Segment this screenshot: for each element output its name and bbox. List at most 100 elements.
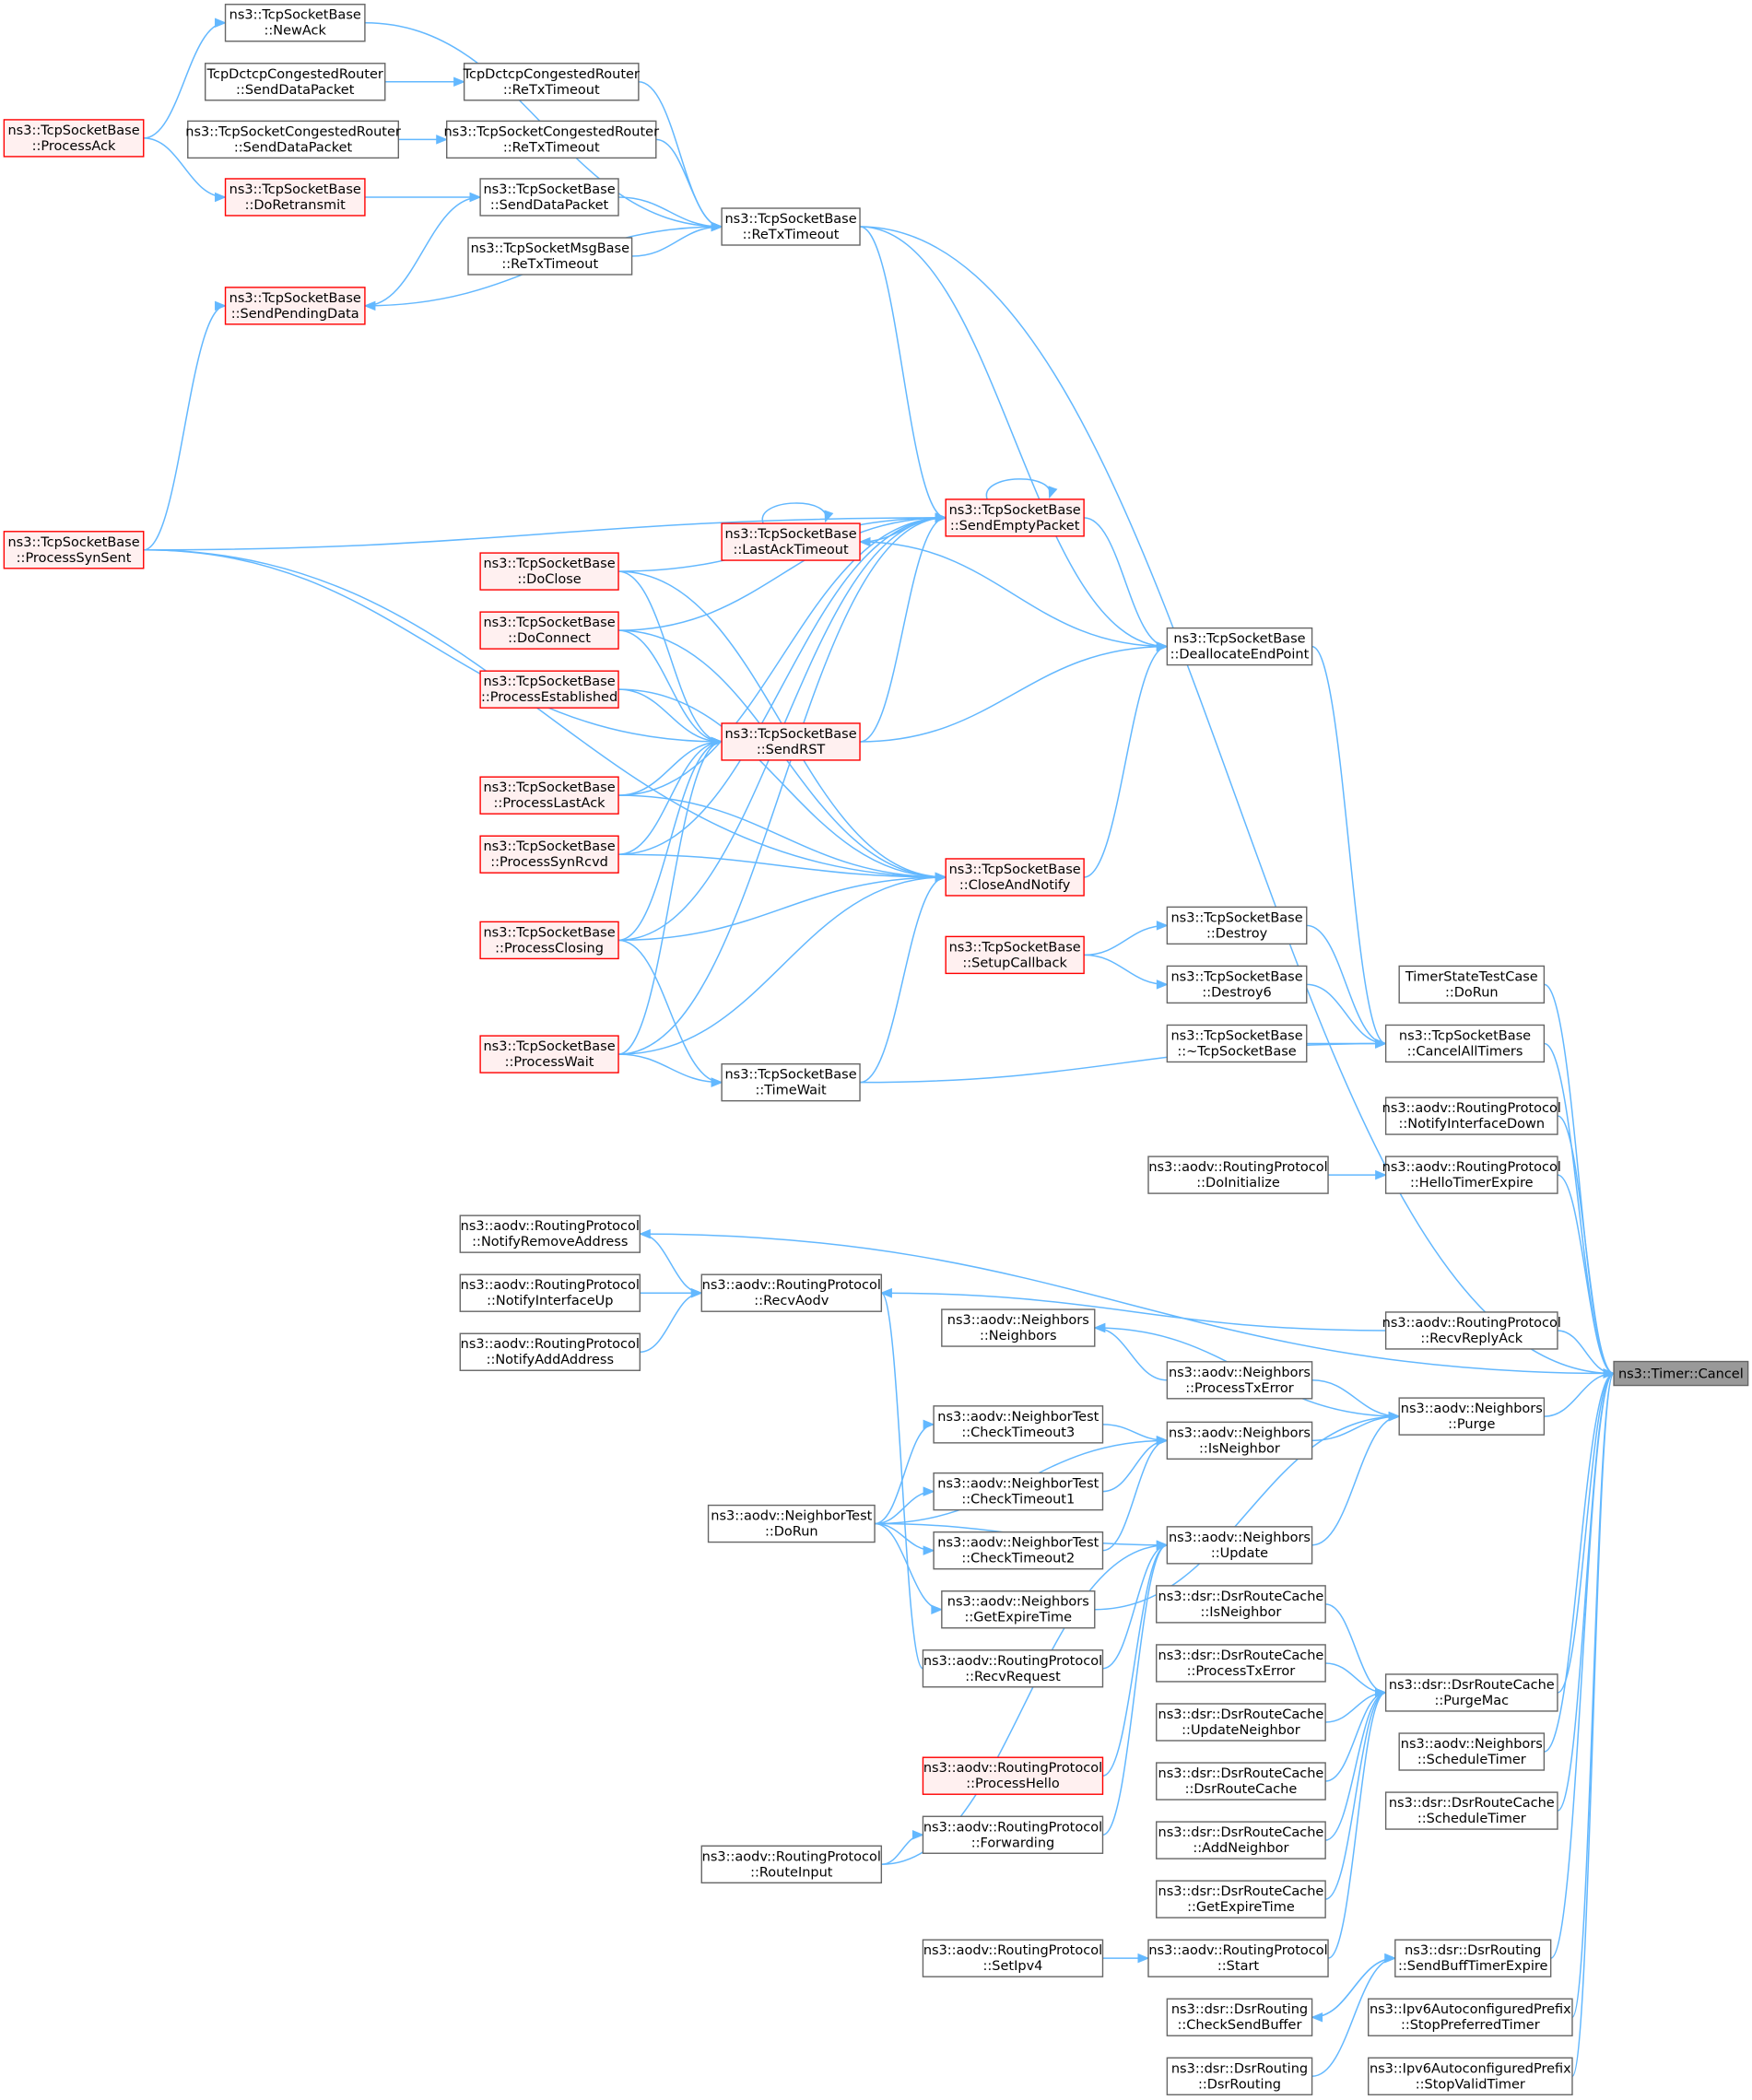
node-processhello[interactable]: ns3::aodv::RoutingProtocol::ProcessHello [922, 1756, 1104, 1795]
node-label: ::SetIpv4 [983, 1959, 1043, 1974]
node-addaddr[interactable]: ns3::aodv::RoutingProtocol::NotifyAddAdd… [459, 1332, 641, 1371]
node-isneighbor[interactable]: ns3::aodv::Neighbors::IsNeighbor [1166, 1421, 1313, 1461]
node-sendbuff[interactable]: ns3::dsr::DsrRouting::SendBuffTimerExpir… [1394, 1939, 1552, 1977]
node-retx[interactable]: ns3::TcpSocketBase::ReTxTimeout [721, 207, 861, 246]
node-dealloc[interactable]: ns3::TcpSocketBase::DeallocateEndPoint [1166, 627, 1313, 666]
node-start[interactable]: ns3::aodv::RoutingProtocol::Start [1147, 1939, 1329, 1977]
node-cr_retx[interactable]: ns3::TcpSocketCongestedRouter::ReTxTimeo… [443, 120, 659, 159]
node-closenotify[interactable]: ns3::TcpSocketBase::CloseAndNotify [945, 858, 1085, 897]
node-cancelall[interactable]: ns3::TcpSocketBase::CancelAllTimers [1384, 1024, 1546, 1063]
node-destroy[interactable]: ns3::TcpSocketBase::Destroy [1166, 906, 1308, 945]
node-newack[interactable]: ns3::TcpSocketBase::NewAck [224, 4, 366, 42]
node-label: ns3::aodv::RoutingProtocol [461, 1219, 640, 1234]
node-setipv4[interactable]: ns3::aodv::RoutingProtocol::SetIpv4 [922, 1939, 1104, 1977]
edge-dealloc-to-cancelall [1311, 645, 1386, 1045]
node-d_txerr[interactable]: ns3::dsr::DsrRouteCache::ProcessTxError [1156, 1644, 1326, 1683]
node-label: ns3::TcpSocketBase [229, 182, 361, 197]
node-processwait[interactable]: ns3::TcpSocketBase::ProcessWait [479, 1035, 619, 1073]
node-ct2[interactable]: ns3::aodv::NeighborTest::CheckTimeout2 [933, 1531, 1104, 1570]
node-recvreplyack[interactable]: ns3::aodv::RoutingProtocol::RecvReplyAck [1382, 1311, 1561, 1350]
node-label: ::DsrRouting [1198, 2077, 1281, 2092]
node-d_ctor[interactable]: ns3::dsr::DsrRouteCache::DsrRouteCache [1156, 1762, 1326, 1801]
node-setupcb[interactable]: ns3::TcpSocketBase::SetupCallback [945, 935, 1085, 975]
node-update[interactable]: ns3::aodv::Neighbors::Update [1166, 1526, 1313, 1565]
edge-established-to-closenotify [618, 688, 947, 878]
node-cancel[interactable]: ns3::Timer::Cancel [1613, 1360, 1749, 1387]
node-dctcp_retx[interactable]: TcpDctcpCongestedRouter::ReTxTimeout [463, 63, 640, 101]
arrowhead-icon [215, 18, 227, 28]
node-doinit[interactable]: ns3::aodv::RoutingProtocol::DoInitialize [1147, 1156, 1329, 1194]
node-n_expire[interactable]: ns3::aodv::Neighbors::GetExpireTime [941, 1590, 1096, 1629]
node-msg_retx[interactable]: ns3::TcpSocketMsgBase::ReTxTimeout [467, 237, 633, 276]
node-rmaddr[interactable]: ns3::aodv::RoutingProtocol::NotifyRemove… [459, 1214, 641, 1253]
node-neighbors[interactable]: ns3::aodv::Neighbors::Neighbors [941, 1308, 1096, 1347]
node-d_updneigh[interactable]: ns3::dsr::DsrRouteCache::UpdateNeighbor [1156, 1703, 1326, 1742]
edge-routeinput-to-forwarding [881, 1834, 923, 1866]
node-doretransmit[interactable]: ns3::TcpSocketBase::DoRetransmit [224, 178, 366, 217]
node-synrcvd[interactable]: ns3::TcpSocketBase::ProcessSynRcvd [479, 835, 619, 874]
edge-checksend-to-sendbuff [1311, 1957, 1395, 2018]
node-cr_send[interactable]: ns3::TcpSocketCongestedRouter::SendDataP… [185, 120, 401, 159]
arrowhead-icon [1156, 921, 1169, 931]
edge-msg_retx-to-retx [631, 226, 723, 257]
edge-lastack-to-dealloc [860, 541, 1168, 648]
node-box [1147, 1939, 1329, 1977]
node-dtor[interactable]: ns3::TcpSocketBase::~TcpSocketBase [1166, 1024, 1308, 1063]
node-dctcp_send[interactable]: TcpDctcpCongestedRouter::SendDataPacket [205, 63, 386, 101]
node-label: ns3::aodv::RoutingProtocol [923, 1761, 1102, 1776]
node-purge[interactable]: ns3::aodv::Neighbors::Purge [1398, 1397, 1546, 1436]
node-dsrrouting[interactable]: ns3::dsr::DsrRouting::DsrRouting [1166, 2057, 1313, 2095]
node-n_txerr[interactable]: ns3::aodv::Neighbors::ProcessTxError [1166, 1361, 1313, 1400]
node-timewait[interactable]: ns3::TcpSocketBase::TimeWait [721, 1062, 861, 1102]
node-d_sched[interactable]: ns3::dsr::DsrRouteCache::ScheduleTimer [1384, 1791, 1558, 1830]
node-sendempty[interactable]: ns3::TcpSocketBase::SendEmptyPacket [945, 499, 1085, 537]
node-processlastack[interactable]: ns3::TcpSocketBase::ProcessLastAck [479, 776, 619, 815]
node-processack[interactable]: ns3::TcpSocketBase::ProcessAck [3, 119, 145, 158]
node-destroy6[interactable]: ns3::TcpSocketBase::Destroy6 [1166, 965, 1308, 1004]
node-label: ::Forwarding [971, 1836, 1055, 1850]
node-ifdown[interactable]: ns3::aodv::RoutingProtocol::NotifyInterf… [1382, 1097, 1561, 1135]
node-label: ::ProcessClosing [495, 941, 604, 956]
node-processsynsent[interactable]: ns3::TcpSocketBase::ProcessSynSent [3, 531, 145, 569]
node-senddatapacket[interactable]: ns3::TcpSocketBase::SendDataPacket [479, 178, 619, 217]
node-lastack[interactable]: ns3::TcpSocketBase::LastAckTimeout [721, 522, 861, 561]
node-d_expire[interactable]: ns3::dsr::DsrRouteCache::GetExpireTime [1156, 1880, 1326, 1918]
node-routeinput[interactable]: ns3::aodv::RoutingProtocol::RouteInput [700, 1845, 883, 1883]
node-forwarding[interactable]: ns3::aodv::RoutingProtocol::Forwarding [922, 1815, 1104, 1854]
node-ntdorun[interactable]: ns3::aodv::NeighborTest::DoRun [707, 1504, 876, 1543]
node-closing[interactable]: ns3::TcpSocketBase::ProcessClosing [479, 921, 619, 960]
node-label: ::StopValidTimer [1416, 2077, 1525, 2092]
node-established[interactable]: ns3::TcpSocketBase::ProcessEstablished [479, 670, 619, 709]
edge-destroy-to-cancelall [1306, 924, 1386, 1045]
node-d_addneigh[interactable]: ns3::dsr::DsrRouteCache::AddNeighbor [1156, 1821, 1326, 1859]
edge-closing-to-sendrst [618, 741, 723, 942]
node-box [479, 611, 619, 650]
node-ct3[interactable]: ns3::aodv::NeighborTest::CheckTimeout3 [933, 1405, 1104, 1444]
node-timerstate[interactable]: TimerStateTestCase::DoRun [1398, 965, 1546, 1004]
node-box [1156, 1703, 1326, 1742]
node-n_sched[interactable]: ns3::aodv::Neighbors::ScheduleTimer [1398, 1732, 1546, 1771]
node-ct1[interactable]: ns3::aodv::NeighborTest::CheckTimeout1 [933, 1472, 1104, 1511]
node-hello[interactable]: ns3::aodv::RoutingProtocol::HelloTimerEx… [1382, 1156, 1561, 1194]
node-sendpending[interactable]: ns3::TcpSocketBase::SendPendingData [224, 287, 366, 325]
node-box [479, 921, 619, 960]
node-doclose[interactable]: ns3::TcpSocketBase::DoClose [479, 552, 619, 591]
node-box [479, 670, 619, 709]
node-ifup[interactable]: ns3::aodv::RoutingProtocol::NotifyInterf… [459, 1273, 641, 1312]
node-doconnect[interactable]: ns3::TcpSocketBase::DoConnect [479, 611, 619, 650]
edge-retx-to-cancel [860, 226, 1615, 1375]
node-stoppref[interactable]: ns3::Ipv6AutoconfiguredPrefix::StopPrefe… [1368, 1998, 1573, 2036]
arrowhead-icon [363, 300, 376, 311]
node-label: ::TimeWait [755, 1084, 827, 1098]
node-box [1166, 1998, 1313, 2036]
node-purgemac[interactable]: ns3::dsr::DsrRouteCache::PurgeMac [1384, 1673, 1558, 1712]
node-recvrequest[interactable]: ns3::aodv::RoutingProtocol::RecvRequest [922, 1649, 1104, 1688]
node-label: ns3::aodv::NeighborTest [937, 1410, 1099, 1425]
node-d_isneighbor[interactable]: ns3::dsr::DsrRouteCache::IsNeighbor [1156, 1585, 1326, 1624]
node-stopvalid[interactable]: ns3::Ipv6AutoconfiguredPrefix::StopValid… [1368, 2057, 1573, 2095]
edge-sendempty-to-dealloc [1084, 517, 1168, 648]
node-sendrst[interactable]: ns3::TcpSocketBase::SendRST [721, 722, 861, 761]
node-label: ::Purge [1448, 1417, 1495, 1432]
node-recvaodv[interactable]: ns3::aodv::RoutingProtocol::RecvAodv [700, 1273, 883, 1312]
node-checksend[interactable]: ns3::dsr::DsrRouting::CheckSendBuffer [1166, 1998, 1313, 2036]
